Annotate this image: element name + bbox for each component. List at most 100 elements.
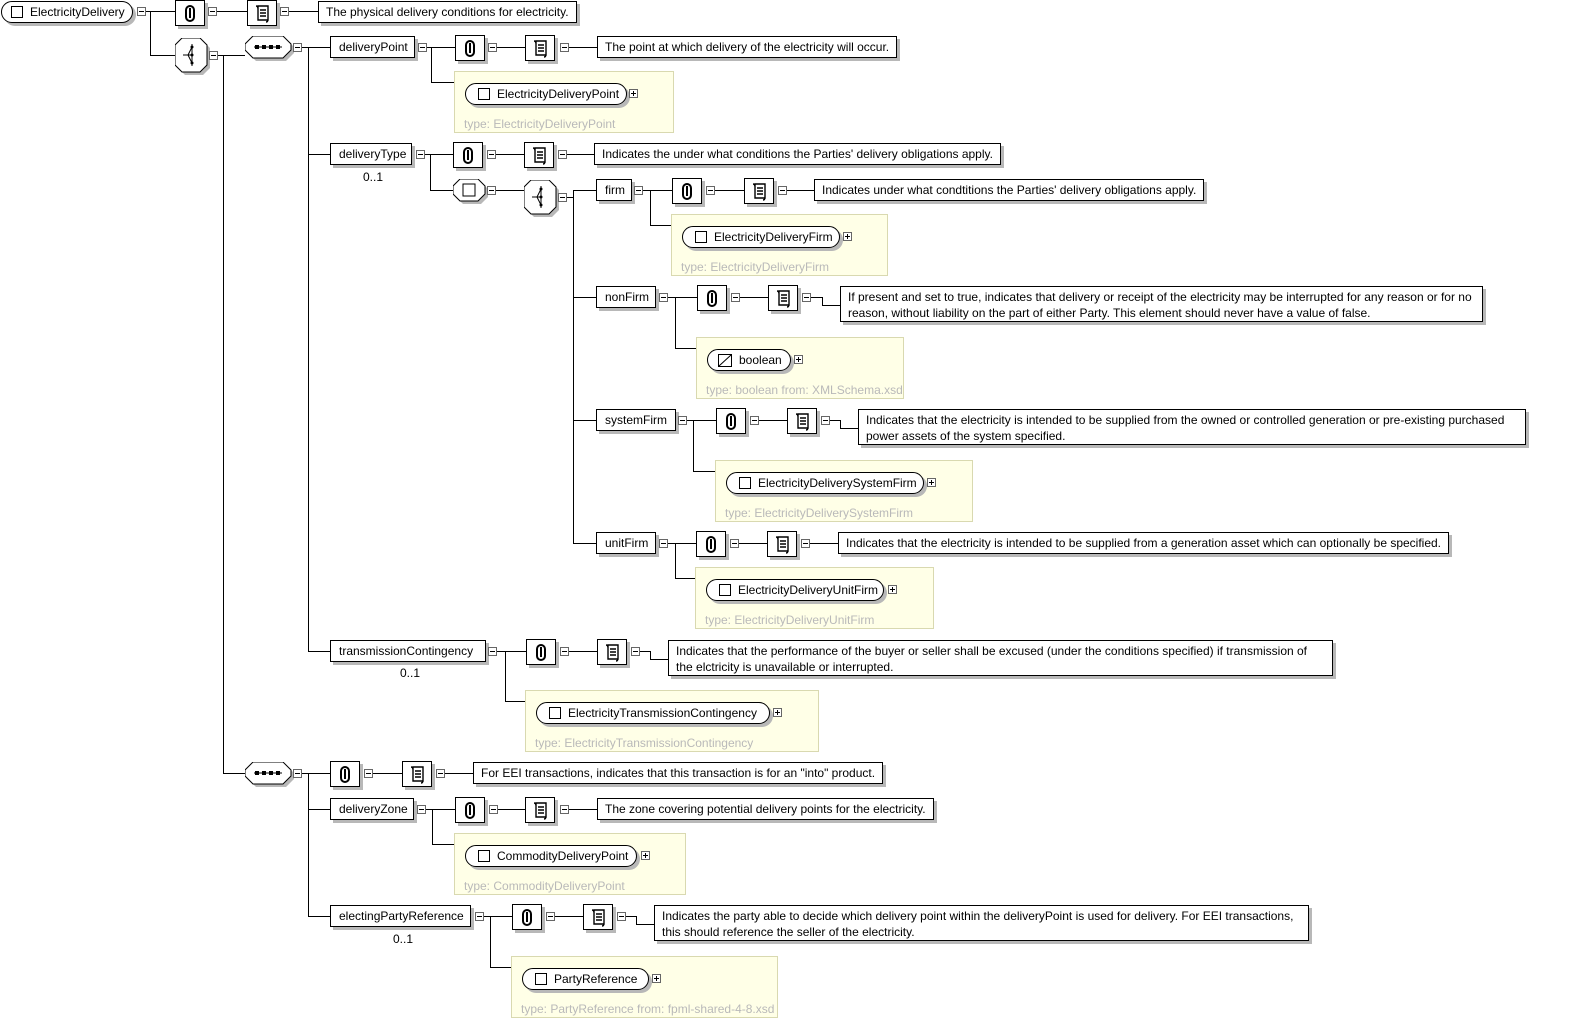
annotation-icon[interactable]: [512, 904, 542, 930]
collapse-toggle[interactable]: [280, 7, 289, 16]
documentation-icon[interactable]: [768, 285, 798, 311]
expand-toggle[interactable]: [641, 851, 650, 860]
complex-type-commodity-delivery-point[interactable]: CommodityDeliveryPoint: [465, 845, 637, 867]
anonymous-complex-type-icon[interactable]: [452, 178, 488, 204]
complex-type-electricity-delivery-firm[interactable]: ElectricityDeliveryFirm: [682, 226, 840, 248]
collapse-toggle[interactable]: [418, 43, 427, 52]
documentation-icon[interactable]: [247, 0, 277, 26]
expand-toggle[interactable]: [843, 232, 852, 241]
sequence-compositor-icon[interactable]: [244, 35, 294, 61]
collapse-toggle[interactable]: [659, 539, 668, 548]
expand-toggle[interactable]: [794, 355, 803, 364]
annotation-icon[interactable]: [453, 142, 483, 168]
choice-compositor-icon[interactable]: [174, 37, 210, 75]
documentation-icon[interactable]: [525, 797, 555, 823]
collapse-toggle[interactable]: [209, 51, 218, 60]
collapse-toggle[interactable]: [631, 647, 640, 656]
collapse-toggle[interactable]: [488, 43, 497, 52]
annotation-icon[interactable]: [175, 0, 205, 26]
collapse-toggle[interactable]: [678, 416, 687, 425]
expand-toggle[interactable]: [629, 89, 638, 98]
collapse-toggle[interactable]: [560, 647, 569, 656]
collapse-toggle[interactable]: [706, 186, 715, 195]
element-delivery-zone[interactable]: deliveryZone: [330, 798, 414, 820]
annotation-icon[interactable]: [672, 178, 702, 204]
collapse-toggle[interactable]: [659, 293, 668, 302]
documentation-icon[interactable]: [597, 639, 627, 665]
cardinality-label: 0..1: [363, 170, 384, 184]
collapse-toggle[interactable]: [558, 150, 567, 159]
documentation-text: Indicates that the performance of the bu…: [668, 640, 1333, 676]
collapse-toggle[interactable]: [475, 912, 484, 921]
element-firm[interactable]: firm: [596, 179, 632, 201]
annotation-icon[interactable]: [455, 35, 485, 61]
complex-type-party-reference[interactable]: PartyReference: [522, 968, 649, 990]
documentation-text: If present and set to true, indicates th…: [840, 286, 1483, 322]
element-transmission-contingency[interactable]: transmissionContingency: [330, 640, 486, 662]
collapse-toggle[interactable]: [293, 43, 302, 52]
documentation-text: Indicates the party able to decide which…: [654, 905, 1309, 941]
collapse-toggle[interactable]: [750, 416, 759, 425]
documentation-icon[interactable]: [524, 142, 554, 168]
documentation-icon[interactable]: [525, 35, 555, 61]
type-label: type: boolean from: XMLSchema.xsd: [706, 383, 903, 397]
expand-toggle[interactable]: [888, 585, 897, 594]
collapse-toggle[interactable]: [546, 912, 555, 921]
element-delivery-point[interactable]: deliveryPoint: [330, 36, 415, 58]
collapse-toggle[interactable]: [487, 186, 496, 195]
complex-type-electricity-transmission-contingency[interactable]: ElectricityTransmissionContingency: [536, 702, 770, 724]
element-delivery-type[interactable]: deliveryType: [330, 143, 412, 165]
collapse-toggle[interactable]: [802, 293, 811, 302]
collapse-toggle[interactable]: [208, 7, 217, 16]
complex-type-icon: [11, 6, 23, 18]
documentation-icon[interactable]: [787, 408, 817, 434]
type-label: type: CommodityDeliveryPoint: [464, 879, 625, 893]
collapse-toggle[interactable]: [488, 647, 497, 656]
annotation-icon[interactable]: [330, 761, 360, 787]
annotation-icon[interactable]: [697, 285, 727, 311]
annotation-icon[interactable]: [455, 797, 485, 823]
collapse-toggle[interactable]: [293, 769, 302, 778]
element-system-firm[interactable]: systemFirm: [596, 409, 676, 431]
annotation-icon[interactable]: [526, 639, 556, 665]
sequence-compositor-icon[interactable]: [244, 761, 294, 787]
complex-type-electricity-delivery-system-firm[interactable]: ElectricityDeliverySystemFirm: [726, 472, 924, 494]
expand-toggle[interactable]: [773, 708, 782, 717]
collapse-toggle[interactable]: [634, 186, 643, 195]
collapse-toggle[interactable]: [487, 150, 496, 159]
element-electing-party-reference[interactable]: electingPartyReference: [330, 905, 471, 927]
collapse-toggle[interactable]: [821, 416, 830, 425]
simple-type-boolean[interactable]: boolean: [707, 349, 791, 371]
expand-toggle[interactable]: [927, 478, 936, 487]
collapse-toggle[interactable]: [416, 150, 425, 159]
collapse-toggle[interactable]: [137, 7, 146, 16]
collapse-toggle[interactable]: [364, 769, 373, 778]
expand-toggle[interactable]: [652, 974, 661, 983]
root-element-electricity-delivery[interactable]: ElectricityDelivery: [1, 1, 133, 23]
collapse-toggle[interactable]: [417, 805, 426, 814]
element-non-firm[interactable]: nonFirm: [596, 286, 656, 308]
collapse-toggle[interactable]: [560, 805, 569, 814]
collapse-toggle[interactable]: [778, 186, 787, 195]
collapse-toggle[interactable]: [617, 912, 626, 921]
documentation-icon[interactable]: [767, 531, 797, 557]
collapse-toggle[interactable]: [436, 769, 445, 778]
complex-type-electricity-delivery-unit-firm[interactable]: ElectricityDeliveryUnitFirm: [706, 579, 884, 601]
documentation-icon[interactable]: [583, 904, 613, 930]
complex-type-electricity-delivery-point[interactable]: ElectricityDeliveryPoint: [465, 83, 627, 105]
documentation-icon[interactable]: [402, 761, 432, 787]
collapse-toggle[interactable]: [489, 805, 498, 814]
collapse-toggle[interactable]: [731, 293, 740, 302]
element-unit-firm[interactable]: unitFirm: [596, 532, 656, 554]
collapse-toggle[interactable]: [730, 539, 739, 548]
documentation-icon[interactable]: [744, 178, 774, 204]
collapse-toggle[interactable]: [560, 43, 569, 52]
type-label: type: PartyReference from: fpml-shared-4…: [521, 1002, 775, 1016]
annotation-icon[interactable]: [696, 531, 726, 557]
collapse-toggle[interactable]: [558, 193, 567, 202]
type-panel: CommodityDeliveryPoint type: CommodityDe…: [454, 833, 686, 895]
type-panel: ElectricityDeliveryFirm type: Electricit…: [671, 214, 888, 276]
collapse-toggle[interactable]: [801, 539, 810, 548]
annotation-icon[interactable]: [716, 408, 746, 434]
choice-compositor-icon[interactable]: [523, 179, 559, 217]
